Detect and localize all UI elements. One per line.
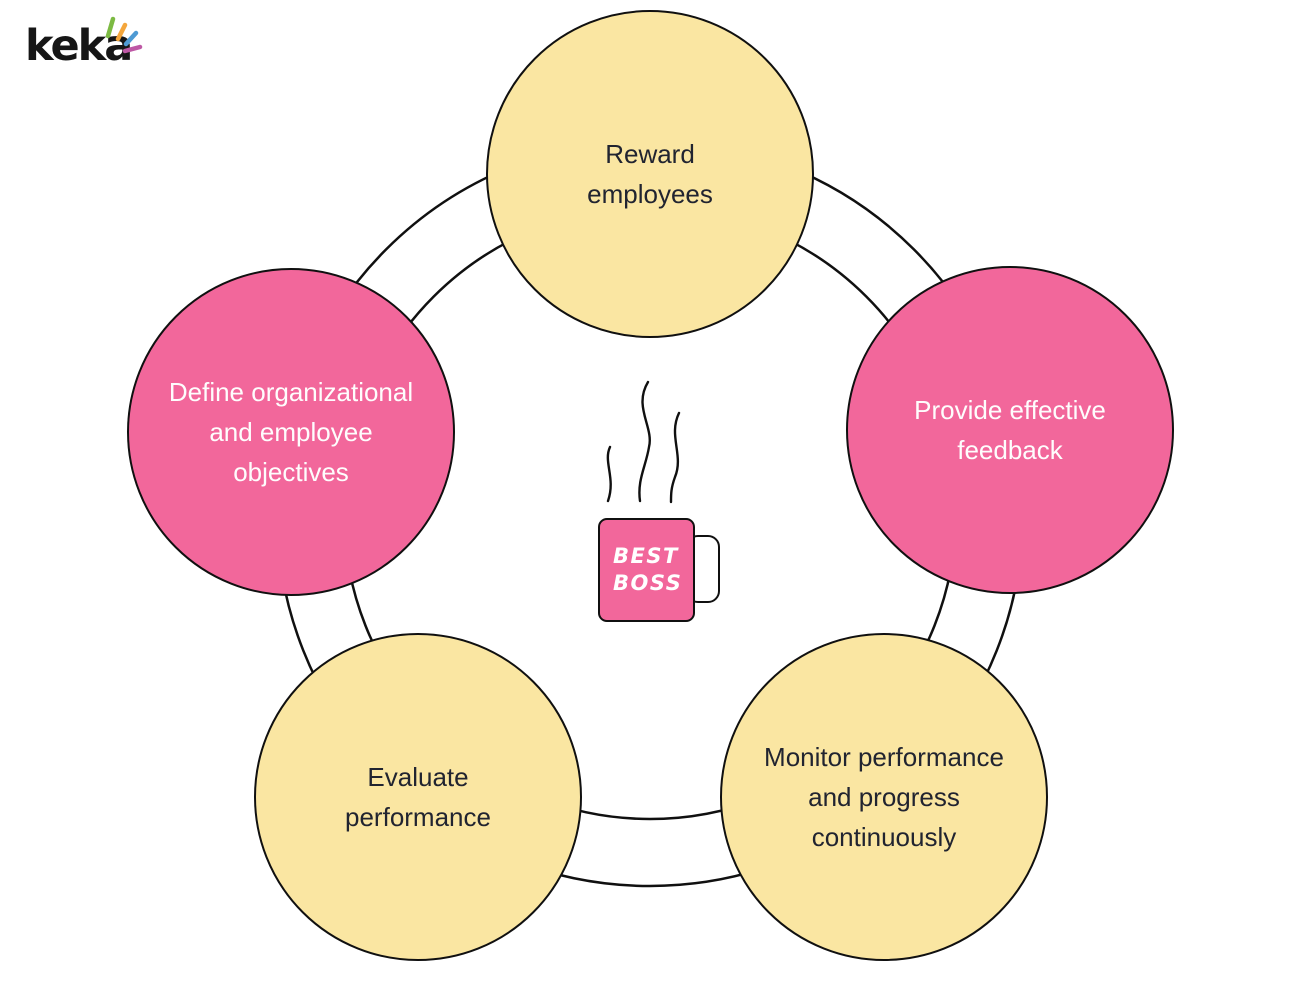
node-monitor-performance: Monitor performance and progress continu… [720, 633, 1048, 961]
mug-text-line: BOSS [613, 571, 683, 595]
node-label-line: employees [587, 179, 713, 209]
sparkle-pink-icon [122, 44, 143, 54]
sparkle-orange-icon [115, 22, 128, 42]
node-label-line: feedback [957, 435, 1063, 465]
node-label-line: Reward [605, 139, 695, 169]
logo-sparkles-icon [105, 16, 143, 54]
sparkle-blue-icon [123, 30, 139, 47]
node-label-line: objectives [233, 457, 349, 487]
node-define-objectives: Define organizational and employee objec… [127, 268, 455, 596]
steam-line-right [669, 411, 681, 504]
node-label-line: Monitor performance [764, 742, 1004, 772]
node-label-line: and employee [209, 417, 373, 447]
keka-logo: keka [25, 16, 143, 71]
sparkle-green-icon [105, 16, 116, 39]
node-label-line: performance [345, 802, 491, 832]
node-label-line: and progress [808, 782, 960, 812]
node-label-line: Provide effective [914, 395, 1106, 425]
node-evaluate-performance: Evaluate performance [254, 633, 582, 961]
best-boss-mug-icon: BEST BOSS [598, 518, 695, 622]
node-label-line: continuously [811, 822, 957, 852]
node-label-line: Evaluate [367, 762, 469, 792]
keka-logo-text: keka [25, 21, 133, 71]
mug-text-line: BEST [613, 544, 679, 568]
node-reward-employees: Reward employees [486, 10, 814, 338]
node-label-line: Define organizational [168, 377, 414, 407]
steam-lines-icon [606, 380, 681, 504]
node-provide-effective-feedback: Provide effective feedback [846, 266, 1174, 594]
steam-line-left [606, 445, 612, 503]
steam-line-middle [638, 380, 651, 503]
